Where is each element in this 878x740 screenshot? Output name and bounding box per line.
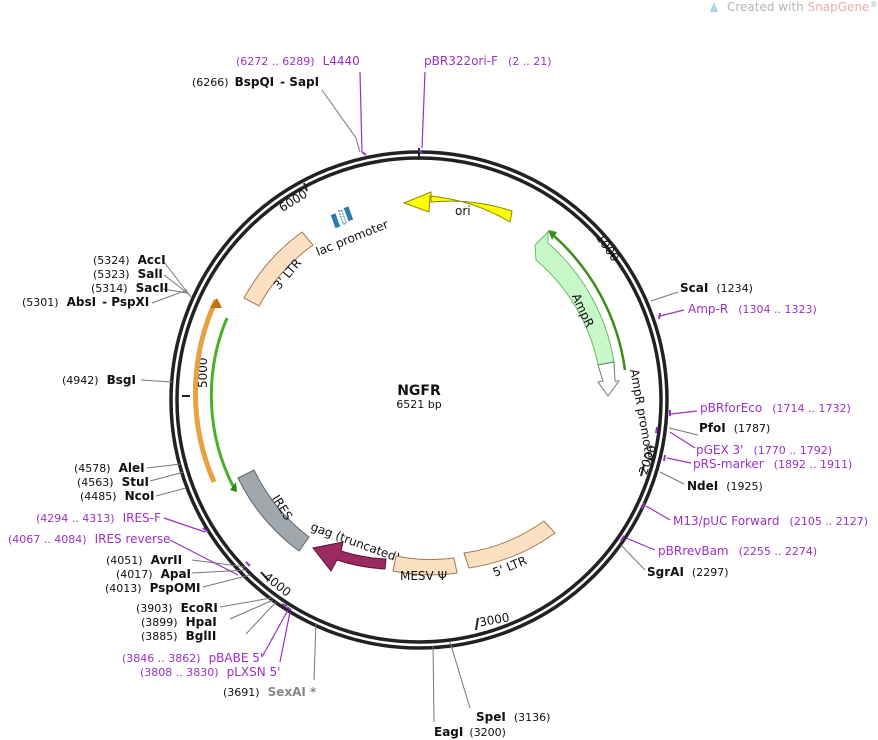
primer-pbabe-5[interactable]: (3846 .. 3862)pBABE 5' [122,651,263,665]
primer-prs-marker[interactable]: pRS-marker(1892 .. 1911) [693,457,852,471]
site-hpai[interactable]: (3899)HpaI [141,615,217,629]
site-apai[interactable]: (4017)ApaI [116,567,191,581]
primer-pgex-3[interactable]: pGEX 3'(1770 .. 1792) [696,443,832,457]
restriction-sites: (6266)BspQI- SapI ScaI(1234) PfoI(1787) … [22,75,770,739]
primer-amp-r[interactable]: Amp-R(1304 .. 1323) [688,302,817,316]
snapgene-watermark: Created with SnapGene® [710,0,877,14]
feature-orange-arrowhead [210,298,222,308]
primer-pbr322ori-f[interactable]: pBR322ori-F(2 .. 21) [424,54,552,68]
feature-ampr-outline-arrow [552,234,627,371]
site-pfoi[interactable]: PfoI(1787) [699,421,770,435]
site-alei[interactable]: (4578)AleI [74,461,145,475]
site-bsgi[interactable]: (4942)BsgI [62,373,136,387]
primer-ires-reverse[interactable]: (4067 .. 4084)IRES reverse [8,532,171,546]
primer-ires-f[interactable]: (4294 .. 4313)IRES-F [36,511,161,525]
site-ndei[interactable]: NdeI(1925) [687,479,763,493]
primer-m13-puc-forward[interactable]: M13/pUC Forward(2105 .. 2127) [673,514,868,528]
feature-gag-truncated[interactable] [312,541,387,572]
feature-ori[interactable] [402,191,513,223]
feature-green-arrowhead [230,482,237,492]
site-stui[interactable]: (4563)StuI [77,475,149,489]
site-absi-pspxi[interactable]: (5301)AbsI- PspXI [22,295,149,309]
primer-l4440[interactable]: (6272 .. 6289)L4440 [236,54,360,68]
tick-4000 [260,571,269,581]
feature-label-lac-promoter: lac promoter [314,217,390,259]
plasmid-size: 6521 bp [396,398,441,411]
primers: (6272 .. 6289)L4440 pBR322ori-F(2 .. 21)… [8,54,868,679]
feature-ampr[interactable] [534,230,615,366]
primer-pbrrevbam[interactable]: pBRrevBam(2255 .. 2274) [658,544,817,558]
site-ncoi[interactable]: (4485)NcoI [80,489,154,503]
site-leader-lines [140,89,699,723]
tick-3000 [475,617,479,631]
snapgene-logo-icon [710,2,718,12]
site-scai[interactable]: ScaI(1234) [680,281,753,295]
feature-label-ori: ori [455,204,471,218]
tick-6000 [303,182,308,192]
tick-label-6000: 6000 [277,187,310,215]
feature-mesv-psi[interactable] [392,555,458,576]
primer-leader-lines [163,71,698,663]
site-spei[interactable]: SpeI(3136) [476,710,550,724]
primer-plxsn-5[interactable]: (3808 .. 3830)pLXSN 5' [140,665,280,679]
site-pspomi[interactable]: (4013)PspOMI [105,581,201,595]
feature-green-arrow [209,317,236,489]
feature-label-ampr-promoter: AmpR promoter [627,368,657,464]
feature-ampr-outline-arrowhead [548,230,557,240]
watermark-text: Created with SnapGene® [727,0,877,14]
tick-2000 [640,464,645,477]
feature-label-mesv-psi: MESV Ψ [400,569,447,583]
feature-ires[interactable] [237,469,310,552]
site-acci[interactable]: (5324)AccI [93,253,166,267]
primer-marks [202,149,671,611]
feature-orange-arrow [192,298,219,483]
feature-lac-promoter[interactable] [330,206,354,229]
feature-5-ltr[interactable] [463,520,556,569]
site-sgrai[interactable]: SgrAI(2297) [647,565,728,579]
tick-1000 [612,252,618,263]
plasmid-name: NGFR [397,383,441,399]
site-sacii[interactable]: (5314)SacII [91,281,168,295]
tick-label-3000: 3000 [478,610,511,629]
feature-ampr-promoter[interactable] [597,361,620,397]
site-eagi[interactable]: EagI(3200) [434,725,506,739]
site-sexai[interactable]: (3691)SexAI * [223,685,317,699]
site-bglii[interactable]: (3885)BglII [141,629,216,643]
site-avrii[interactable]: (4051)AvrII [106,553,182,567]
feature-3-ltr[interactable] [243,231,314,307]
site-bspqi-sapi[interactable]: (6266)BspQI- SapI [192,75,319,89]
primer-pbrforeco[interactable]: pBRforEco(1714 .. 1732) [700,401,851,415]
site-sali[interactable]: (5323)SalI [93,267,163,281]
site-ecori[interactable]: (3903)EcoRI [136,601,218,615]
